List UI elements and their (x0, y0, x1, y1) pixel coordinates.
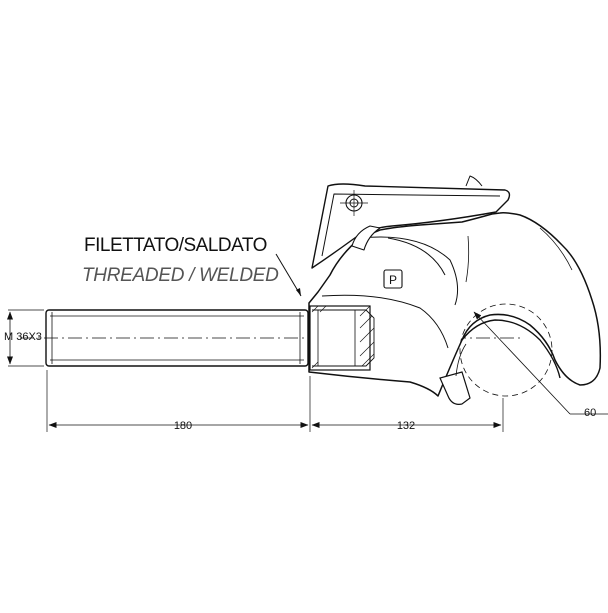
latch-lever (311, 175, 511, 269)
p-badge-label: P (389, 273, 397, 287)
weld-socket (309, 305, 375, 371)
length-dimensions (46, 370, 504, 432)
weld-leader-line (275, 253, 302, 297)
lock-pin (439, 343, 471, 405)
title-italian: FILETTATO/SALDATO (84, 235, 267, 256)
shank-length-label: 180 (174, 420, 192, 432)
weld-leader-arrow (296, 288, 301, 296)
thread-size-label: M 36X3 (4, 331, 42, 343)
hook-length-label: 132 (397, 420, 415, 432)
ball-outline (459, 303, 553, 397)
hook-radius-label: 60 (584, 407, 596, 419)
title-english: THREADED / WELDED (82, 265, 279, 286)
p-badge-icon: P (383, 269, 403, 289)
thread-dimension: M 36X3 (4, 309, 44, 367)
radius-dimension (473, 311, 608, 415)
